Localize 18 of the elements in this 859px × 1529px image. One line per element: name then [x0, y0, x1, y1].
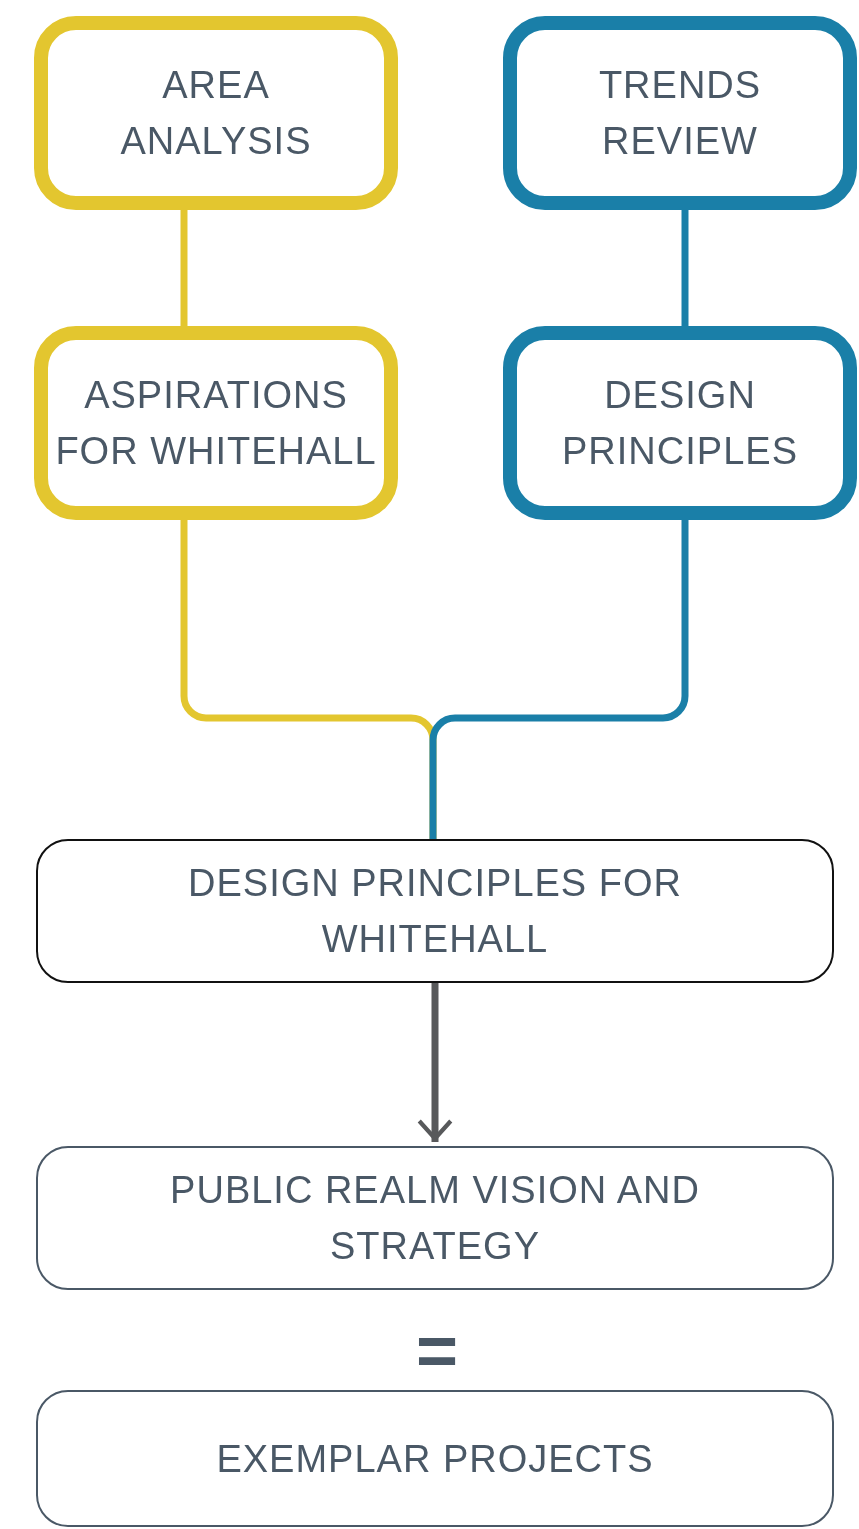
equals-sign: = — [416, 1314, 459, 1386]
box-label: EXEMPLAR PROJECTS — [216, 1436, 654, 1482]
process-box — [36, 839, 834, 983]
process-box — [503, 16, 857, 210]
process-box — [34, 16, 398, 210]
box-label: AREA ANALYSIS — [119, 63, 313, 164]
process-box — [36, 1390, 834, 1527]
connector-line — [180, 210, 188, 326]
box-label: DESIGN PRINCIPLES — [561, 373, 799, 474]
process-box — [503, 326, 857, 520]
box-label: ASPIRATIONS FOR WHITEHALL — [54, 373, 378, 474]
connector-line — [681, 210, 689, 326]
box-label: TRENDS REVIEW — [597, 63, 763, 164]
process-box — [36, 1146, 834, 1290]
connector-line — [429, 520, 689, 839]
box-label: PUBLIC REALM VISION AND STRATEGY — [169, 1168, 701, 1269]
box-label: DESIGN PRINCIPLES FOR WHITEHALL — [187, 861, 683, 962]
process-box — [34, 326, 398, 520]
